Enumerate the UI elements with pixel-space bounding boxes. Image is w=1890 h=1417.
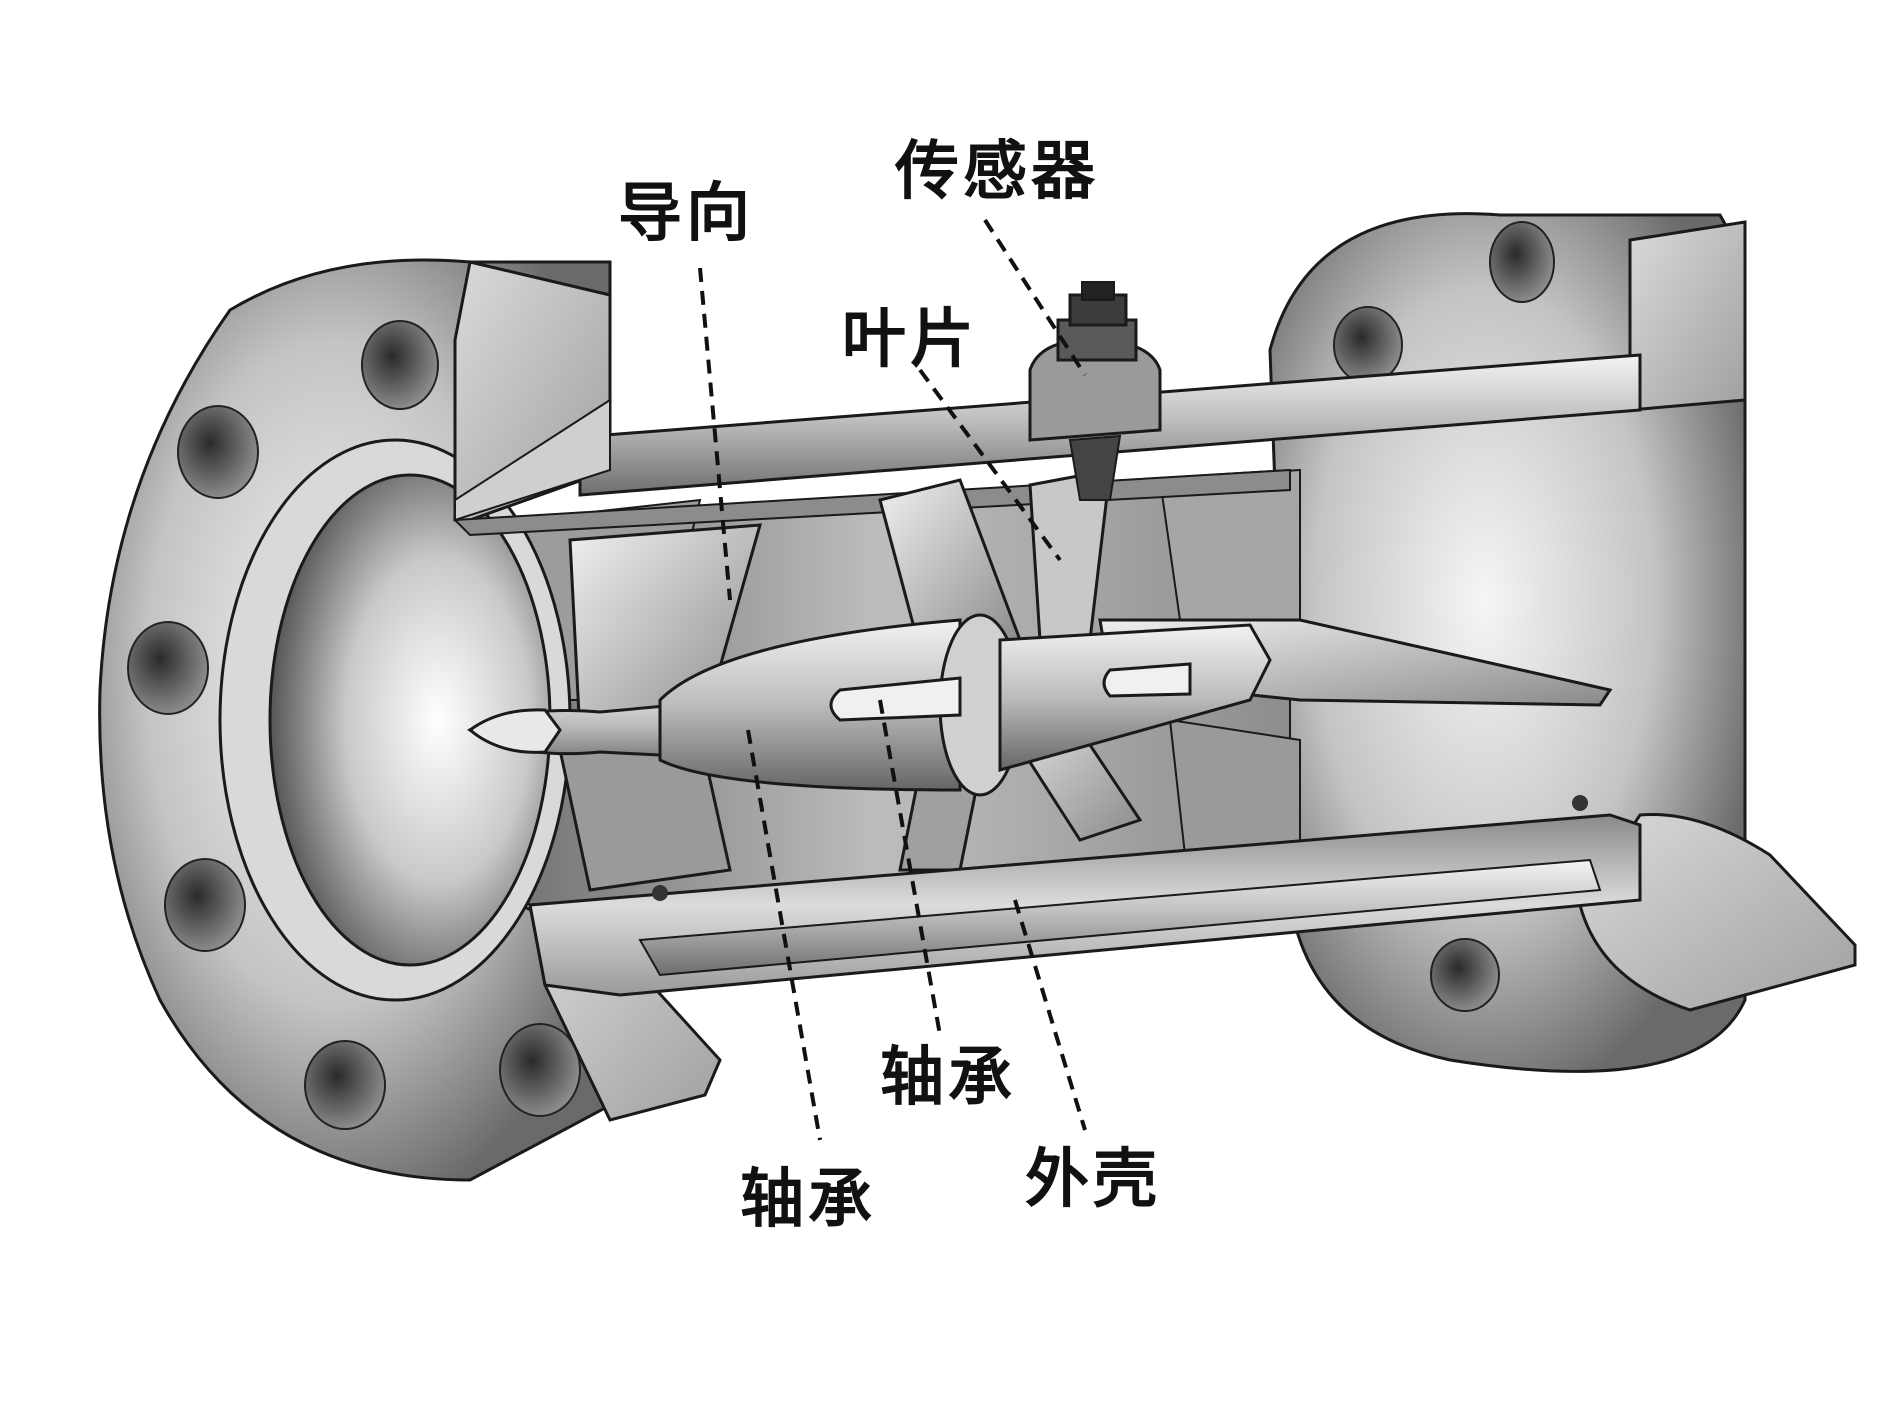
label-sensor: 传感器: [895, 135, 1099, 209]
leader-line-bearing-right: [878, 699, 942, 1036]
bearing-shaft-left: [829, 676, 962, 722]
leader-line-bearing-left: [746, 729, 822, 1141]
rotor-body: [998, 623, 1272, 772]
left-flange-bolt-hole: [164, 858, 246, 952]
housing-bottom: [528, 795, 1642, 997]
left-flange-bolt-hole: [177, 405, 259, 499]
rotor-hub: [658, 613, 1272, 797]
nose-cone: [467, 708, 562, 754]
leader-line-sensor: [983, 218, 1087, 377]
leader-line-blade: [918, 368, 1062, 562]
label-bearing-left: 轴承: [740, 1163, 876, 1237]
label-housing: 外壳: [1025, 1143, 1161, 1217]
left-flange-bolt-hole: [499, 1023, 581, 1117]
label-guide: 导向: [618, 177, 754, 251]
leader-lines: [698, 218, 1087, 1141]
label-blade: 叶片: [842, 303, 978, 377]
left-flange-bolt-hole: [304, 1040, 386, 1130]
leader-line-housing: [1013, 899, 1087, 1131]
left-flange-bolt-hole: [361, 320, 439, 410]
leader-line-guide: [698, 267, 732, 601]
sensor-body: [1028, 281, 1162, 501]
label-bearing-right: 轴承: [880, 1041, 1016, 1115]
right-flange-bolt-hole: [1333, 306, 1403, 384]
left-flange-bolt-hole: [127, 621, 209, 715]
right-flange-bolt-hole: [1489, 221, 1555, 303]
bearing-shaft-right: [1102, 662, 1192, 698]
right-flange-bolt-hole: [1430, 938, 1500, 1012]
